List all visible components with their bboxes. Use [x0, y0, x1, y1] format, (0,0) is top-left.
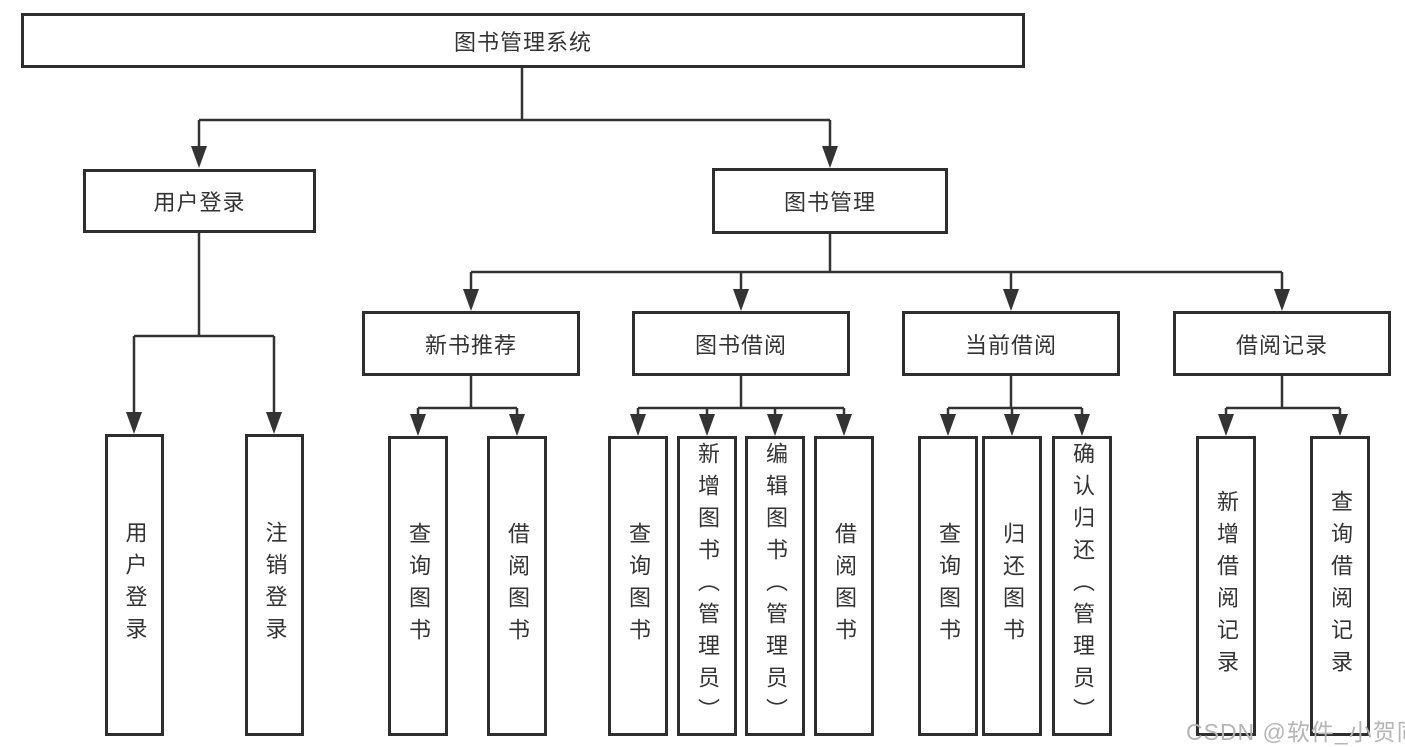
node-new-book-recommend: 新书推荐	[362, 311, 580, 376]
leaf-borrow-borrow-book: 借阅图书	[814, 436, 874, 736]
node-user-login: 用户登录	[83, 169, 316, 233]
leaf-rec-query-book: 查询图书	[388, 436, 448, 736]
leaf-current-confirm-return-admin: 确认归还（管理员）	[1052, 436, 1112, 736]
leaf-current-return-book: 归还图书	[982, 436, 1042, 736]
node-book-borrow: 图书借阅	[632, 311, 850, 376]
node-current-borrow: 当前借阅	[902, 311, 1120, 376]
leaf-current-query-book: 查询图书	[918, 436, 978, 736]
node-book-management: 图书管理	[712, 168, 948, 234]
node-library-system: 图书管理系统	[21, 13, 1025, 68]
leaf-label: 用户登录	[122, 521, 148, 649]
leaf-label: 注销登录	[262, 521, 288, 649]
csdn-watermark: CSDN @软件_小贺同学	[1186, 719, 1405, 745]
leaf-label: 编辑图书（管理员）	[763, 442, 788, 730]
leaf-label: 借阅图书	[505, 522, 530, 650]
leaf-label: 归还图书	[1000, 522, 1025, 650]
leaf-borrow-add-book-admin: 新增图书（管理员）	[677, 436, 737, 736]
leaf-label: 查询图书	[626, 522, 651, 650]
leaf-records-add-record: 新增借阅记录	[1196, 436, 1256, 736]
leaf-label: 查询借阅记录	[1328, 490, 1353, 682]
leaf-label: 查询图书	[936, 522, 961, 650]
leaf-label: 查询图书	[406, 522, 431, 650]
node-borrow-records: 借阅记录	[1173, 311, 1391, 376]
leaf-logout-login: 注销登录	[245, 434, 304, 736]
leaf-label: 新增借阅记录	[1214, 490, 1239, 682]
leaf-borrow-edit-book-admin: 编辑图书（管理员）	[745, 436, 805, 736]
leaf-borrow-query-book: 查询图书	[608, 436, 668, 736]
arrowheads	[126, 146, 1348, 436]
leaf-label: 确认归还（管理员）	[1070, 442, 1095, 730]
leaf-label: 借阅图书	[832, 522, 857, 650]
leaf-records-query-record: 查询借阅记录	[1310, 436, 1370, 736]
leaf-label: 新增图书（管理员）	[695, 442, 720, 730]
leaf-rec-borrow-book: 借阅图书	[487, 436, 547, 736]
leaf-user-login: 用户登录	[105, 434, 164, 736]
